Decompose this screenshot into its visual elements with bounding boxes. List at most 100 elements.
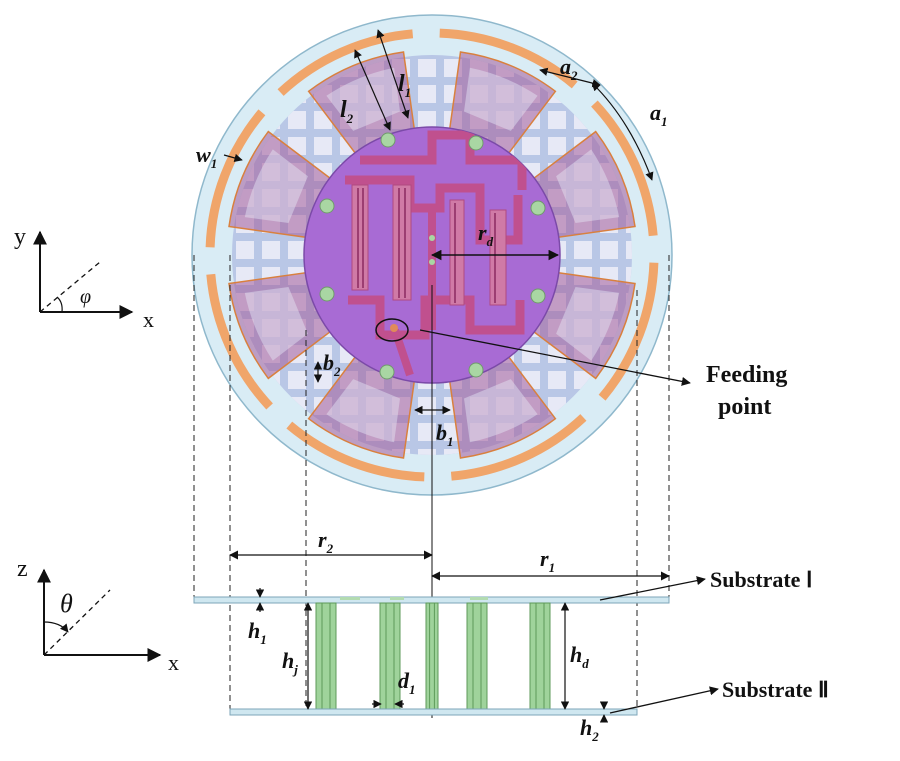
feeding-arrow bbox=[419, 329, 691, 386]
grid-cell bbox=[314, 137, 332, 155]
grid-cell bbox=[418, 59, 436, 77]
via bbox=[468, 362, 484, 378]
sector-arm bbox=[228, 271, 334, 380]
svg-text:b1: b1 bbox=[436, 420, 454, 449]
grid-cell bbox=[548, 111, 566, 129]
svg-text:d1: d1 bbox=[398, 668, 416, 697]
grid-cell bbox=[574, 241, 592, 259]
label-l1: l1 bbox=[398, 71, 411, 100]
axis-theta-label: θ bbox=[60, 589, 73, 618]
svg-text:l2: l2 bbox=[340, 97, 354, 126]
label-l2: l2 bbox=[340, 97, 354, 126]
dimension-lines-top bbox=[223, 29, 654, 415]
svg-text:w1: w1 bbox=[196, 142, 217, 171]
svg-text:r2: r2 bbox=[318, 527, 334, 556]
grid-cell bbox=[600, 59, 618, 77]
projection-lines bbox=[193, 255, 670, 712]
grid-cell bbox=[288, 111, 306, 129]
svg-text:h2: h2 bbox=[580, 715, 599, 744]
grid-cell bbox=[600, 449, 618, 455]
svg-text:h1: h1 bbox=[248, 618, 267, 647]
feeding-label-line2: point bbox=[718, 394, 771, 420]
via bbox=[530, 288, 546, 304]
grid-cell bbox=[236, 59, 254, 77]
via bbox=[530, 200, 546, 216]
support-posts bbox=[315, 602, 551, 710]
grid-cell bbox=[236, 241, 254, 259]
small-via bbox=[429, 259, 435, 265]
substrate1-arrow bbox=[599, 576, 706, 601]
grid-cell bbox=[418, 85, 436, 103]
arc-strip bbox=[205, 109, 266, 248]
sector-arm bbox=[448, 353, 557, 459]
svg-text:b2: b2 bbox=[323, 350, 341, 379]
svg-text:rd: rd bbox=[478, 220, 494, 249]
svg-text:hd: hd bbox=[570, 642, 589, 671]
via bbox=[319, 198, 335, 214]
dimension-lines-side bbox=[255, 588, 609, 723]
arc-strip bbox=[206, 273, 273, 410]
grid-cell bbox=[418, 397, 436, 415]
svg-text:r1: r1 bbox=[540, 546, 555, 575]
label-b1: b1 bbox=[436, 420, 454, 449]
sector-arm bbox=[228, 130, 334, 239]
grid-cell bbox=[522, 345, 540, 363]
sector-slot bbox=[556, 287, 620, 361]
feeding-point-marker bbox=[375, 318, 409, 342]
svg-text:a2: a2 bbox=[560, 54, 578, 83]
grid-cell bbox=[626, 423, 632, 441]
side-view bbox=[193, 596, 670, 716]
sector-arm bbox=[530, 271, 636, 380]
arc-strips bbox=[205, 28, 659, 482]
axis-x-label: x bbox=[143, 307, 154, 332]
label-a1: a1 bbox=[650, 100, 668, 129]
support-post bbox=[529, 602, 551, 710]
substrate-2-label: Substrate Ⅱ bbox=[722, 677, 829, 702]
support-post bbox=[425, 602, 439, 710]
substrate-1-metal bbox=[340, 597, 488, 600]
label-r2: r2 bbox=[318, 527, 334, 556]
axis-x2-label: x bbox=[168, 650, 179, 675]
grid-cell bbox=[600, 241, 618, 259]
arc-strip bbox=[598, 262, 659, 401]
feeding-label-line1: Feeding bbox=[706, 362, 787, 388]
substrate-1-layer bbox=[193, 596, 670, 604]
grid-cell bbox=[418, 111, 436, 129]
svg-text:hj: hj bbox=[282, 648, 298, 677]
small-via bbox=[429, 235, 435, 241]
sector-slot bbox=[326, 379, 400, 443]
via bbox=[380, 132, 396, 148]
label-rd: rd bbox=[478, 220, 494, 249]
grid-cell bbox=[626, 397, 632, 415]
grid-cell bbox=[626, 85, 632, 103]
sector-slot bbox=[464, 379, 538, 443]
label-a2: a2 bbox=[560, 54, 578, 83]
grid-cell bbox=[418, 449, 436, 455]
grid-cell bbox=[626, 241, 632, 259]
grid-cell bbox=[314, 345, 332, 363]
sector-slot bbox=[244, 149, 308, 223]
grid-cell bbox=[548, 137, 566, 155]
label-h2: h2 bbox=[580, 715, 599, 744]
label-hd: hd bbox=[570, 642, 589, 671]
grid-cell bbox=[262, 241, 280, 259]
axis-y-label: y bbox=[14, 224, 26, 250]
grid-cell bbox=[236, 449, 254, 455]
arc-strip bbox=[286, 421, 425, 482]
sector-arm bbox=[307, 353, 416, 459]
axis-phi-label: φ bbox=[80, 286, 91, 308]
substrate-1-label: Substrate Ⅰ bbox=[710, 567, 812, 592]
grid-cell bbox=[288, 241, 306, 259]
vias bbox=[319, 132, 546, 380]
arc-strip bbox=[450, 414, 587, 481]
grid-cell bbox=[574, 449, 592, 455]
xz-axes: z x θ bbox=[17, 556, 179, 675]
grid-cell bbox=[626, 267, 632, 285]
grid-cell bbox=[626, 449, 632, 455]
label-w1: w1 bbox=[196, 142, 217, 171]
sector-slot bbox=[244, 287, 308, 361]
substrate2-arrow bbox=[609, 686, 719, 714]
grid-cell bbox=[600, 423, 618, 441]
axis-z-label: z bbox=[17, 556, 28, 582]
